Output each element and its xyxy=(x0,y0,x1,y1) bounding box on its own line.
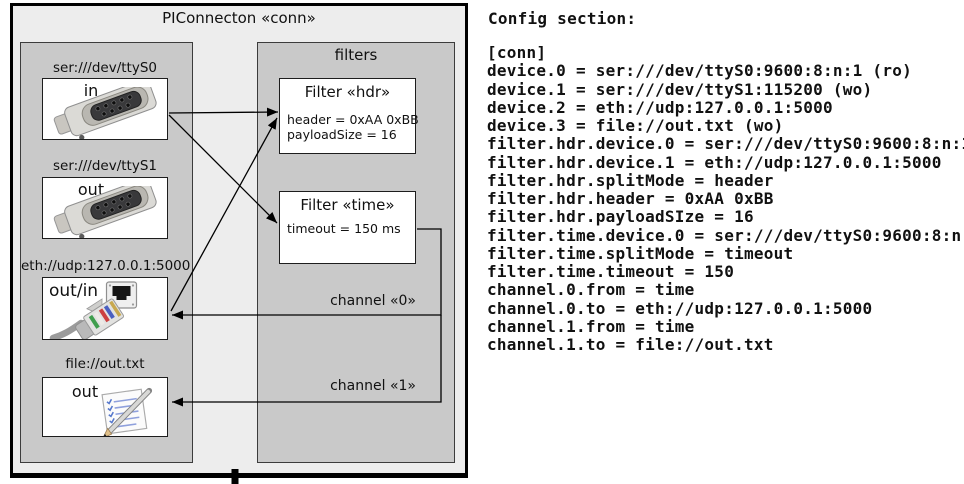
devices-container: ser:///dev/ttyS0 in ser:///dev/ttyS1 xyxy=(20,42,193,463)
config-line: filter.time.splitMode = timeout xyxy=(487,243,794,263)
device-box-file: out xyxy=(42,377,168,437)
device-box-eth: out/in xyxy=(42,277,168,340)
config-line: [conn] xyxy=(487,43,547,62)
config-line: device.0 = ser:///dev/ttyS0:9600:8:n:1 (… xyxy=(487,61,912,81)
device-direction: out/in xyxy=(49,281,99,301)
config-line: channel.0.to = eth://udp:127.0.0.1:5000 xyxy=(487,298,873,318)
config-line: channel.0.from = time xyxy=(487,280,695,300)
config-line: device.1 = ser:///dev/ttyS1:115200 (wo) xyxy=(487,79,873,99)
filter-hdr-props: header = 0xAA 0xBB payloadSize = 16 xyxy=(287,112,419,143)
ethernet-cable-image xyxy=(49,298,125,339)
filter-prop: timeout = 150 ms xyxy=(287,221,401,236)
filter-box-time: Filter «time» timeout = 150 ms xyxy=(279,191,416,264)
diagram-title: PIConnecton «conn» xyxy=(162,9,316,27)
notepad-icon xyxy=(101,387,153,436)
device-label-ttyS0: ser:///dev/ttyS0 xyxy=(53,60,157,76)
filters-title: filters xyxy=(334,46,378,64)
filter-hdr-title: Filter «hdr» xyxy=(304,83,391,101)
device-label-eth: eth://udp:127.0.0.1:5000 xyxy=(21,258,191,274)
filter-time-title: Filter «time» xyxy=(300,196,395,214)
config-line: channel.1.to = file://out.txt xyxy=(487,335,774,354)
serial-connector-image xyxy=(53,186,157,238)
device-direction: out xyxy=(71,382,99,401)
filter-box-hdr: Filter «hdr» header = 0xAA 0xBB payloadS… xyxy=(279,78,419,154)
config-line: filter.hdr.payloadSIze = 16 xyxy=(487,207,754,227)
config-line: filter.hdr.device.1 = eth://udp:127.0.0.… xyxy=(487,152,942,172)
filter-time-props: timeout = 150 ms xyxy=(287,221,413,236)
config-line: filter.hdr.splitMode = header xyxy=(487,170,774,190)
channel-0-label: channel «0» xyxy=(330,293,416,309)
config-heading: Config section: xyxy=(488,9,637,28)
config-line: device.3 = file://out.txt (wo) xyxy=(487,116,784,135)
config-line: filter.time.timeout = 150 xyxy=(487,262,735,281)
config-line: filter.hdr.header = 0xAA 0xBB xyxy=(487,189,774,208)
filter-prop: payloadSize = 16 xyxy=(287,127,397,143)
config-line: filter.time.device.0 = ser:///dev/ttyS0:… xyxy=(487,225,964,245)
device-box-ttyS0: in xyxy=(42,78,168,140)
filters-container: filters Filter «hdr» header = 0xAA 0xBB … xyxy=(257,42,455,463)
config-line: filter.hdr.device.0 = ser:///dev/ttyS0:9… xyxy=(487,134,964,154)
device-label-ttyS1: ser:///dev/ttyS1 xyxy=(53,158,157,174)
config-line: device.2 = eth://udp:127.0.0.1:5000 xyxy=(487,97,833,117)
channel-1-label: channel «1» xyxy=(330,378,416,394)
device-direction: out xyxy=(77,180,105,199)
config-section: [conn] device.0 = ser:///dev/ttyS0:9600:… xyxy=(487,43,964,354)
serial-connector-image xyxy=(53,87,157,139)
config-line: channel.1.from = time xyxy=(487,316,695,336)
filter-prop: header = 0xAA 0xBB xyxy=(287,112,419,127)
device-box-ttyS1: out xyxy=(42,177,168,239)
device-direction: in xyxy=(83,81,99,100)
device-label-file: file://out.txt xyxy=(65,356,145,372)
